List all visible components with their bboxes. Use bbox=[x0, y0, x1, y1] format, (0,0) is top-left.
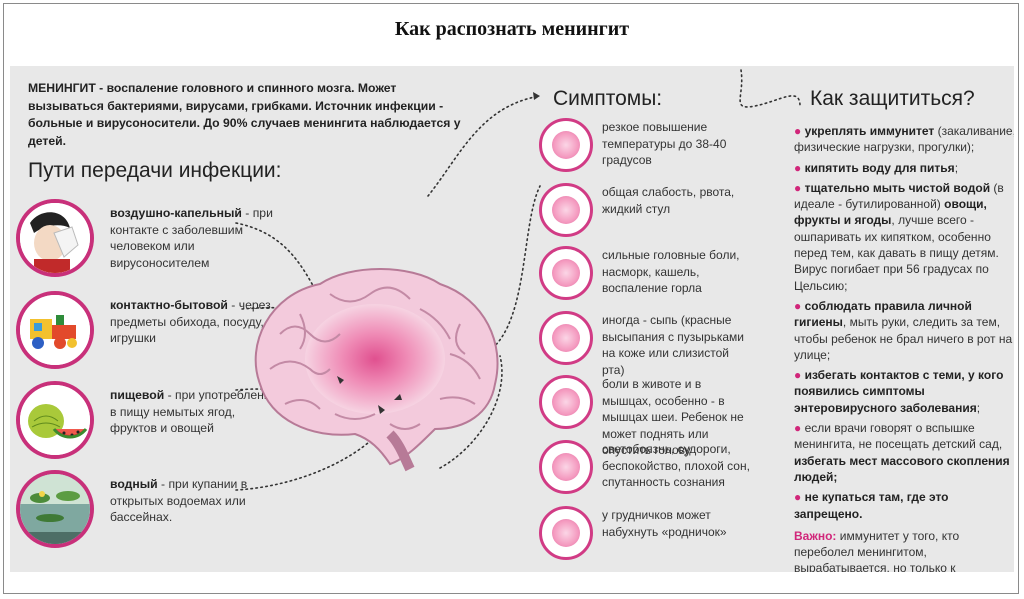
transmission-desc: - при употреблении в пищу немытых ягод, … bbox=[110, 388, 278, 435]
transmission-item: пищевой - при употреблении в пищу немыты… bbox=[16, 381, 496, 461]
bullet-icon: ● bbox=[794, 160, 805, 175]
intro-text: МЕНИНГИТ - воспаление головного и спинно… bbox=[28, 80, 468, 150]
protection-rest: ; bbox=[954, 160, 959, 175]
symptom-text: светобоязнь, судороги, беспокойство, пло… bbox=[602, 442, 750, 489]
protection-bold: овощи, фрукты и ягоды bbox=[794, 197, 987, 228]
transmission-text: воздушно-капельный - при контакте с забо… bbox=[110, 205, 280, 271]
symptom-dot-icon bbox=[539, 440, 593, 494]
protection-bold: избегать контактов с теми, у кого появил… bbox=[794, 368, 1004, 415]
protection-rest: ; bbox=[976, 400, 981, 415]
transmission-text: пищевой - при употреблении в пищу немыты… bbox=[110, 387, 280, 437]
transmission-item: водный - при купании в открытых водоемах… bbox=[16, 470, 496, 550]
transmission-name: контактно-бытовой bbox=[110, 298, 228, 312]
protection-bold: тщательно мыть чистой водой bbox=[804, 180, 991, 195]
infographic-poster: МЕНИНГИТ - воспаление головного и спинно… bbox=[10, 66, 1014, 572]
protection-bold: избегать мест массового скопления людей; bbox=[794, 453, 1010, 484]
sneezing-person-icon bbox=[16, 199, 94, 277]
protection-rest: (в идеале - бутилированной) bbox=[794, 180, 1004, 212]
protection-item: ● соблюдать правила личной гигиены, мыть… bbox=[794, 298, 1014, 363]
protection-item: ● тщательно мыть чистой водой (в идеале … bbox=[794, 180, 1014, 294]
symptom-item: резкое повышение температуры до 38-40 гр… bbox=[539, 118, 754, 178]
symptom-item: сильные головные боли, насморк, кашель, … bbox=[539, 246, 754, 306]
symptom-text: общая слабость, рвота, жидкий стул bbox=[602, 185, 735, 216]
protection-note: Важно: иммунитет у того, кто переболел м… bbox=[794, 528, 1014, 572]
bullet-icon: ● bbox=[794, 124, 805, 138]
symptom-dot-icon bbox=[539, 183, 593, 237]
symptom-dot-icon bbox=[539, 506, 593, 560]
symptom-text: иногда - сыпь (красные высыпания с пузыр… bbox=[602, 313, 744, 377]
protection-bold: укреплять иммунитет bbox=[804, 124, 935, 138]
bullet-icon: ● bbox=[794, 368, 805, 383]
symptom-text: боли в животе и в мышцах, особенно - в м… bbox=[602, 377, 744, 457]
transmission-item: воздушно-капельный - при контакте с забо… bbox=[16, 199, 496, 279]
transmission-name: пищевой bbox=[110, 388, 165, 402]
transmission-text: водный - при купании в открытых водоемах… bbox=[110, 476, 280, 526]
page-title: Как распознать менингит bbox=[394, 18, 630, 40]
bullet-icon: ● bbox=[794, 421, 805, 436]
transmission-name: воздушно-капельный bbox=[110, 206, 242, 220]
protection-heading: Как защититься? bbox=[810, 87, 975, 110]
protection-item: ● избегать контактов с теми, у кого появ… bbox=[794, 367, 1014, 416]
pond-icon bbox=[16, 470, 94, 548]
note-text: иммунитет у того, кто переболел менингит… bbox=[794, 528, 960, 572]
protection-bold: кипятить воду для питья bbox=[804, 160, 955, 175]
fruits-icon bbox=[16, 381, 94, 459]
transmission-heading: Пути передачи инфекции: bbox=[28, 159, 282, 182]
transmission-desc: - при купании в открытых водоемах или ба… bbox=[110, 477, 248, 524]
protection-bold: соблюдать правила личной гигиены bbox=[794, 298, 972, 330]
bullet-icon: ● bbox=[794, 180, 805, 195]
transmission-item: контактно-бытовой - через предметы обихо… bbox=[16, 291, 496, 371]
symptom-dot-icon bbox=[539, 375, 593, 429]
transmission-text: контактно-бытовой - через предметы обихо… bbox=[110, 297, 280, 347]
symptom-text: резкое повышение температуры до 38-40 гр… bbox=[602, 120, 727, 167]
symptom-item: у грудничков может набухнуть «родничок» bbox=[539, 506, 754, 566]
protection-item: ● укреплять иммунитет (закаливание, физи… bbox=[794, 123, 1014, 156]
symptom-item: светобоязнь, судороги, беспокойство, пло… bbox=[539, 440, 754, 500]
protection-rest: , лучше всего - ошпаривать их кипятком, … bbox=[794, 213, 999, 293]
page-frame bbox=[3, 3, 1019, 594]
symptom-dot-icon bbox=[539, 246, 593, 300]
symptom-dot-icon bbox=[539, 311, 593, 365]
transmission-name: водный bbox=[110, 477, 158, 491]
symptoms-heading: Симптомы: bbox=[553, 87, 663, 110]
symptom-item: иногда - сыпь (красные высыпания с пузыр… bbox=[539, 311, 754, 377]
protection-rest: , мыть руки, следить за тем, чтобы ребен… bbox=[794, 315, 1013, 362]
protection-item: ● если врачи говорят о вспышке менингита… bbox=[794, 420, 1014, 485]
symptom-item: общая слабость, рвота, жидкий стул bbox=[539, 183, 754, 243]
note-label: Важно: bbox=[794, 528, 837, 543]
protection-rest: если врачи говорят о вспышке менингита, … bbox=[794, 421, 1003, 452]
protection-item: ● кипятить воду для питья; bbox=[794, 160, 1014, 176]
protection-rest: (закаливание, физические нагрузки, прогу… bbox=[794, 124, 1014, 155]
symptom-item: боли в животе и в мышцах, особенно - в м… bbox=[539, 375, 754, 457]
bullet-icon: ● bbox=[794, 298, 805, 313]
symptom-text: у грудничков может набухнуть «родничок» bbox=[602, 508, 727, 539]
protection-bold: не купаться там, где это запрещено. bbox=[794, 490, 949, 521]
transmission-desc: - при контакте с заболевшим человеком ил… bbox=[110, 206, 273, 270]
toy-train-icon bbox=[16, 291, 94, 369]
transmission-desc: - через предметы обихода, посуду, игрушк… bbox=[110, 298, 271, 345]
protection-list: ● укреплять иммунитет (закаливание, физи… bbox=[794, 123, 1014, 572]
intro-description: - воспаление головного и спинного мозга.… bbox=[28, 81, 461, 148]
intro-term: МЕНИНГИТ bbox=[28, 81, 96, 95]
symptom-text: сильные головные боли, насморк, кашель, … bbox=[602, 248, 740, 295]
bullet-icon: ● bbox=[794, 490, 805, 505]
protection-item: ● не купаться там, где это запрещено. bbox=[794, 489, 1014, 522]
brain-icon bbox=[254, 268, 499, 472]
symptom-dot-icon bbox=[539, 118, 593, 172]
